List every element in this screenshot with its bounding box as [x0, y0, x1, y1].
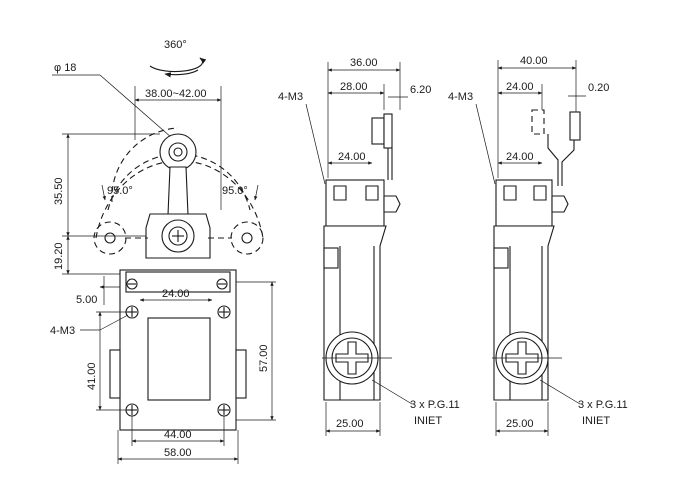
side2-roller	[569, 111, 581, 141]
leader-line	[539, 379, 581, 405]
side1-width-total-label: 36.00	[350, 57, 378, 69]
body-top-flange	[125, 271, 231, 293]
rotation-arrow-icon	[149, 57, 207, 78]
side1-tab	[323, 247, 339, 269]
screw-spacing-label: 24.00	[162, 288, 190, 300]
side1-screw-spacing-label: 24.00	[338, 151, 366, 163]
side2-mount-label: 4-M3	[448, 91, 473, 103]
swing-arc-left	[111, 127, 179, 203]
leader-line	[475, 103, 496, 185]
side2-width-total-label: 40.00	[520, 55, 548, 67]
side2-inlet-label: 3 x P.G.11	[578, 399, 628, 411]
side1-inlet-word: INIET	[414, 415, 442, 427]
side1-screw	[365, 185, 379, 201]
front-view: 360° φ 18 38.00~42.00 95.0°	[50, 39, 276, 464]
side1-shaft	[383, 195, 401, 213]
roller-diameter-label: φ 18	[54, 62, 76, 74]
height-upper-label: 35.50	[53, 177, 65, 205]
side1-depth-label: 25.00	[336, 418, 364, 430]
width-range-label: 38.00~42.00	[145, 88, 206, 100]
side1-mount-label: 4-M3	[278, 91, 303, 103]
side1-width-inner-label: 28.00	[340, 81, 368, 93]
side2-screw-spacing-label: 24.00	[506, 151, 534, 163]
side2-screw	[533, 185, 547, 201]
swung-roller-right	[230, 221, 264, 255]
side1-lever-thickness-label: 6.20	[410, 84, 431, 96]
body-width-total-label: 58.00	[164, 447, 192, 459]
side1-inlet-label: 3 x P.G.11	[410, 399, 460, 411]
angle-right-label: 95.0°	[222, 185, 248, 197]
leader-line	[371, 379, 413, 405]
body-width-inner-label: 44.00	[164, 429, 192, 441]
leader-line	[99, 74, 173, 139]
side2-fork	[547, 134, 559, 186]
leader-line	[99, 314, 129, 331]
angle-arrow	[101, 184, 106, 201]
lever-arm	[167, 166, 189, 216]
body-window	[147, 317, 211, 401]
side2-shaft	[551, 195, 569, 213]
body-height-inner-label: 41.00	[86, 362, 98, 390]
body-side-tab-left	[109, 349, 121, 399]
side2-screw	[503, 185, 517, 201]
leader-line	[305, 103, 326, 185]
side2-roller-dashed	[531, 109, 545, 135]
body-side-tab-right	[235, 349, 247, 399]
side2-inlet-word: INIET	[582, 415, 610, 427]
height-mid-label: 19.20	[53, 242, 65, 270]
mount-screws	[125, 278, 231, 417]
side1-roller-axle	[383, 113, 393, 149]
side1-screw	[333, 185, 347, 201]
rotation-label: 360°	[164, 39, 187, 51]
body-height-total-label: 57.00	[258, 344, 270, 372]
angle-arrow	[254, 184, 259, 201]
side-view-2: 40.00 24.00 0.20 4-M3 24.00 3 x P.G.11 I…	[448, 55, 628, 436]
side-view-1: 36.00 28.00 6.20 4-M3 24.00	[278, 57, 460, 436]
side2-fork	[561, 140, 575, 186]
side2-depth-label: 25.00	[506, 418, 534, 430]
side2-tab	[493, 247, 509, 269]
swung-roller-left	[93, 221, 127, 255]
swung-hub-left	[104, 232, 116, 244]
mount-thread-label: 4-M3	[50, 325, 75, 337]
roller-hub	[168, 142, 188, 162]
swung-hub-right	[241, 232, 253, 244]
screw-offset-label: 5.00	[76, 294, 97, 306]
angle-left-label: 95.0°	[107, 185, 133, 197]
roller-axle	[173, 147, 183, 157]
side2-width-inner-label: 24.00	[506, 81, 534, 93]
side1-roller	[371, 117, 385, 145]
side2-lever-thickness-label: 0.20	[588, 82, 609, 94]
